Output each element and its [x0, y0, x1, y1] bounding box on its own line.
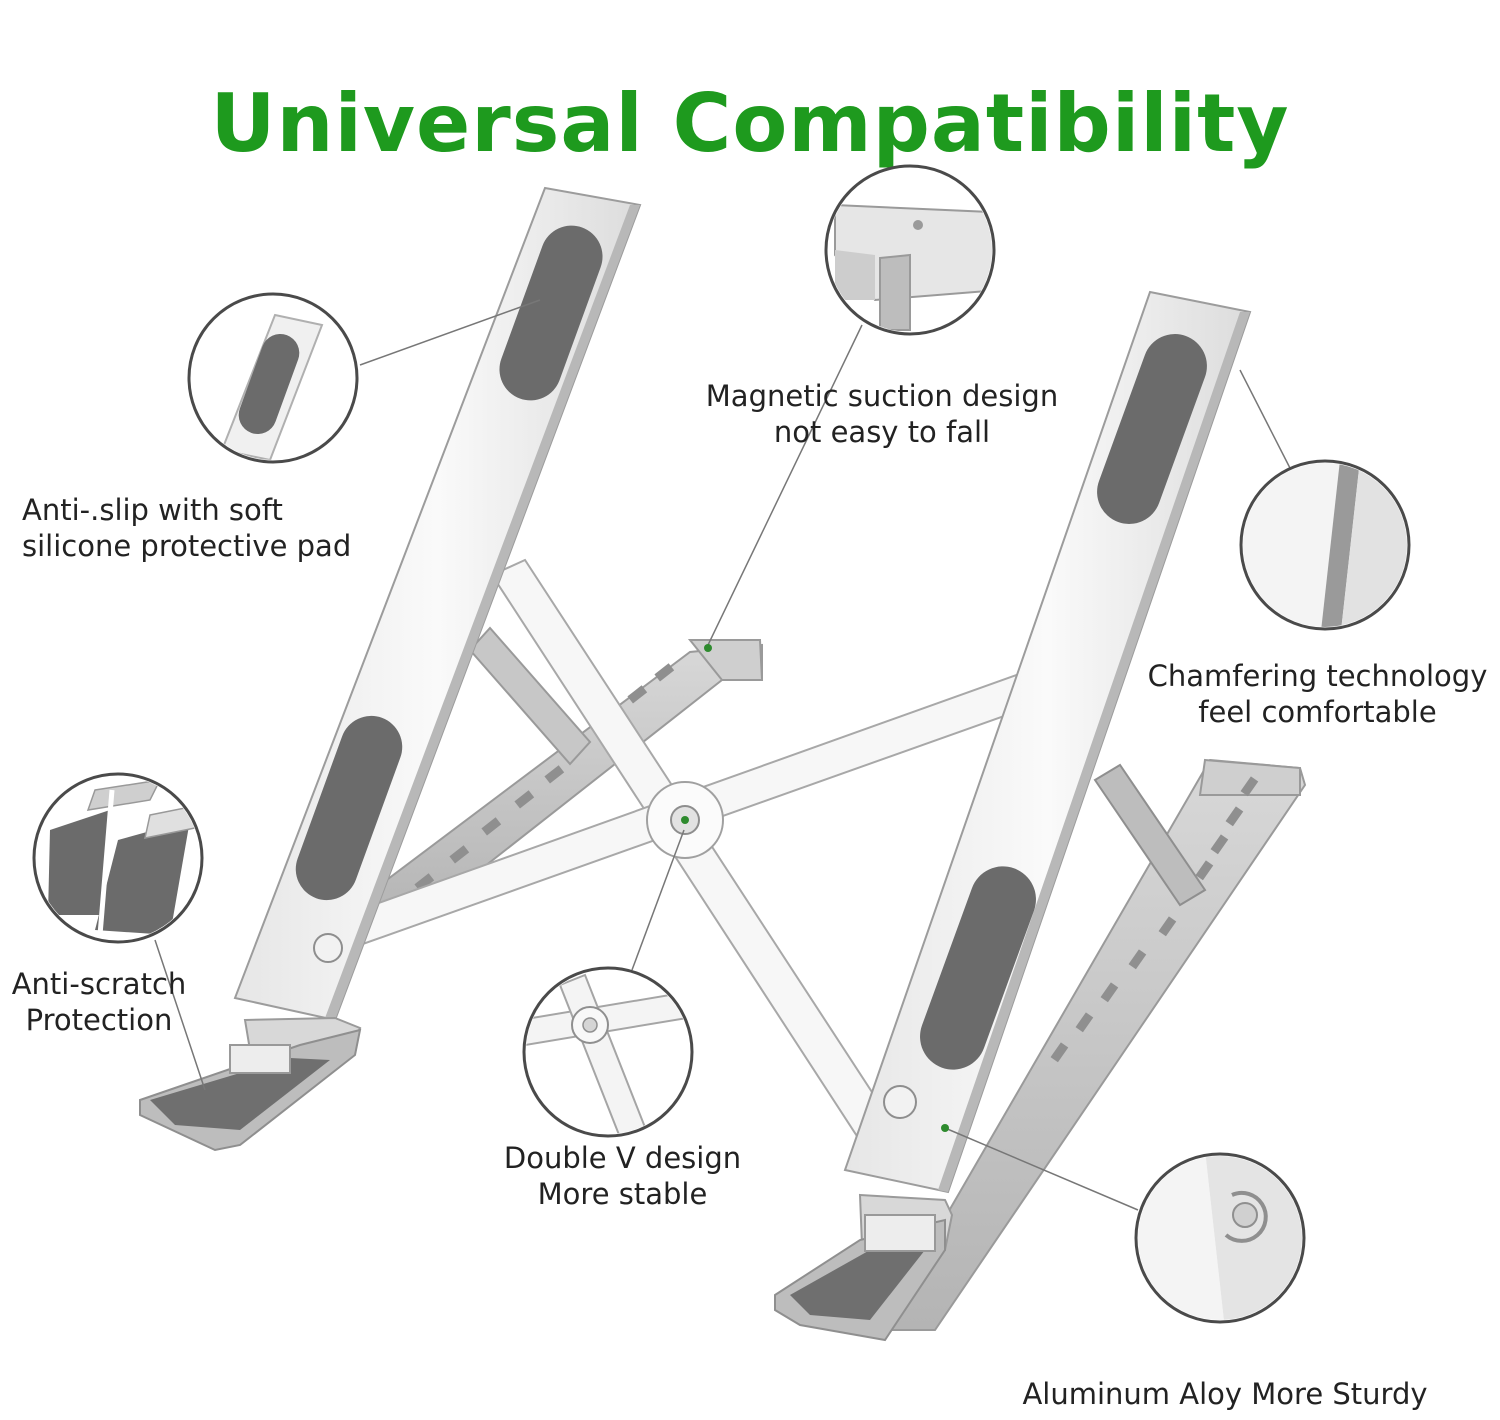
magnet-hook-detail-icon: [824, 164, 996, 336]
chamfering-line2: feel comfortable: [1198, 695, 1437, 729]
chamfering-line1: Chamfering technology: [1147, 659, 1488, 693]
anti-scratch-line2: Protection: [25, 1003, 173, 1037]
aluminum-hinge-detail-icon: [1134, 1152, 1306, 1324]
double-v-line1: Double V design: [503, 1141, 742, 1175]
right-foot: [774, 1193, 954, 1342]
magnetic-line2: not easy to fall: [773, 415, 991, 449]
callout-dots: [704, 644, 949, 1132]
aluminum-label: Aluminum Aloy More Sturdy: [1010, 1376, 1440, 1412]
right-base-rail: [878, 758, 1307, 1331]
double-v-cross-braces: [343, 558, 1037, 1152]
hinge-joint-detail-icon: [522, 966, 694, 1138]
chamfering-label: Chamfering technology feel comfortable: [1140, 658, 1495, 730]
rubber-feet-detail-icon: [32, 772, 204, 944]
anti-scratch-label: Anti-scratch Protection: [4, 966, 194, 1038]
anti-scratch-line1: Anti-scratch: [11, 967, 187, 1001]
right-support-panel: [843, 290, 1252, 1194]
rear-strut: [1093, 763, 1207, 907]
chamfered-edge-detail-icon: [1239, 459, 1411, 631]
callout-lines: [154, 299, 1293, 1211]
silicone-pad-detail-icon: [187, 292, 359, 464]
anti-slip-label: Anti-.slip with soft silicone protective…: [22, 492, 351, 564]
magnetic-label: Magnetic suction design not easy to fall: [692, 378, 1072, 450]
magnetic-line1: Magnetic suction design: [705, 379, 1059, 413]
double-v-line2: More stable: [537, 1177, 708, 1211]
page-title: Universal Compatibility: [210, 76, 1290, 170]
left-support-panel: [233, 186, 642, 1022]
left-foot: [139, 1016, 362, 1152]
anti-slip-line2: silicone protective pad: [22, 529, 352, 563]
double-v-label: Double V design More stable: [495, 1140, 750, 1212]
anti-slip-line1: Anti-.slip with soft: [22, 493, 283, 527]
aluminum-line1: Aluminum Aloy More Sturdy: [1022, 1377, 1428, 1411]
